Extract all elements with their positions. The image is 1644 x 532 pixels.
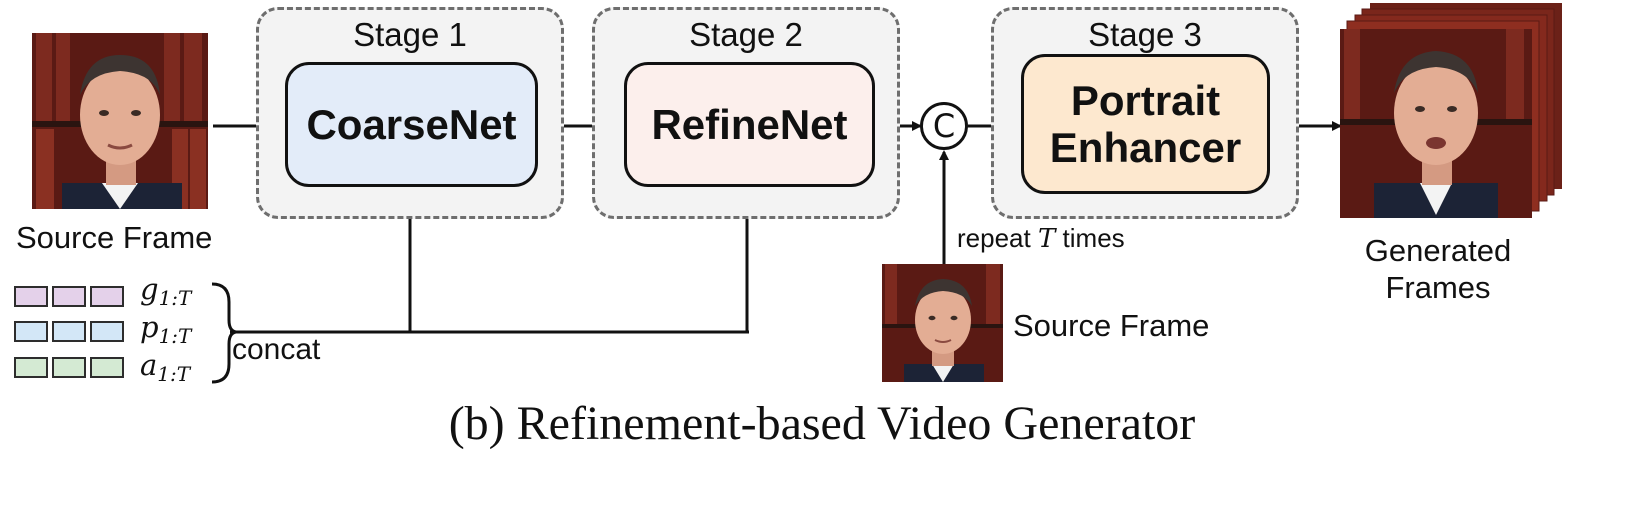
bar-cell <box>52 286 86 307</box>
figure-caption: (b) Refinement-based Video Generator <box>448 397 1196 450</box>
source-frame-bottom-portrait <box>882 264 1003 382</box>
stage-1-title: Stage 1 <box>353 16 467 53</box>
source-frame-label: Source Frame <box>16 220 213 255</box>
concat-brace <box>211 282 237 384</box>
portrait-enhancer-block: Portrait Enhancer <box>1021 54 1270 194</box>
bar-cell <box>90 286 124 307</box>
bar-cell <box>14 286 48 307</box>
concat-symbol: C <box>932 107 956 145</box>
bar-cell <box>14 321 48 342</box>
generated-frames-image <box>1340 3 1562 218</box>
bar-cell <box>14 357 48 378</box>
repeat-suffix: times <box>1062 223 1125 253</box>
stage-2-title: Stage 2 <box>689 16 803 53</box>
source-frame-image <box>32 33 208 209</box>
bar-cell <box>90 321 124 342</box>
coarsenet-block: CoarseNet <box>285 62 538 187</box>
repeat-label: repeat T times <box>957 223 1125 254</box>
repeat-variable: T <box>1037 224 1056 254</box>
bar-cell <box>52 357 86 378</box>
generated-frames-stack <box>1340 3 1565 218</box>
generated-frames-label: Generated Frames <box>1364 233 1512 306</box>
refinenet-block: RefineNet <box>624 62 875 187</box>
input-label-g: g1:T <box>140 272 192 310</box>
bar-cell <box>52 321 86 342</box>
concat-operator-icon: C <box>920 102 968 150</box>
input-label-a: a1:T <box>140 348 191 386</box>
bar-cell <box>90 357 124 378</box>
input-label-p: p1:T <box>140 310 192 348</box>
input-bar-p <box>14 321 128 342</box>
stage-3-title: Stage 3 <box>1088 16 1202 53</box>
source-frame-bottom-label: Source Frame <box>1013 308 1210 343</box>
input-bar-g <box>14 286 128 307</box>
source-frame-bottom-image <box>882 264 1003 382</box>
input-bar-a <box>14 357 128 378</box>
source-frame-portrait <box>32 33 208 209</box>
repeat-prefix: repeat <box>957 223 1031 253</box>
concat-label: concat <box>232 333 321 366</box>
